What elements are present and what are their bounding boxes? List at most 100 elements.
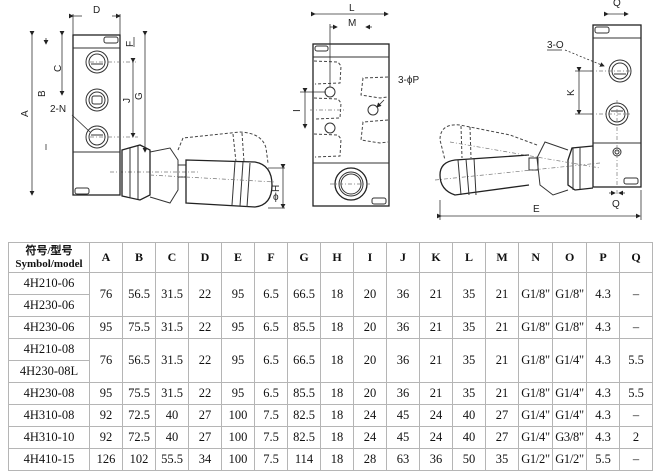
value-cell-J: 63 [386,448,420,471]
model-cell: 4H210-06 [8,272,90,295]
model-cell: 4H210-08 [8,338,90,361]
value-cell-F: 7.5 [254,448,288,471]
middle-valve-body [312,43,390,207]
header-col-Q: Q [619,242,653,273]
value-cell-A: 95 [89,316,123,339]
value-cell-E: 95 [221,338,255,383]
port-circles [85,50,109,149]
header-col-H: H [320,242,354,273]
model-cell: 4H310-10 [8,426,90,449]
value-cell-L: 40 [452,404,486,427]
value-cell-P: 4.3 [586,382,620,405]
value-cell-Q: 5.5 [619,382,653,405]
header-col-D: D [188,242,222,273]
value-cell-E: 100 [221,426,255,449]
value-cell-E: 95 [221,316,255,339]
value-cell-J: 36 [386,272,420,317]
header-col-B: B [122,242,156,273]
value-cell-G: 82.5 [287,404,321,427]
left-view: D F A B C 2-N J G [20,5,286,209]
value-cell-N: G1/8" [518,316,553,339]
value-cell-I: 20 [353,316,387,339]
bottom-port [330,167,372,201]
model-cell: 4H230-06 [8,316,90,339]
value-cell-B: 75.5 [122,316,156,339]
value-cell-O: G1/4" [552,404,587,427]
value-cell-F: 6.5 [254,382,288,405]
header-symbol-model: 符号/型号 Symbol/model [8,242,90,273]
model-cell: 4H230-06 [8,294,90,317]
mounting-slot-icon [623,177,639,185]
value-cell-N: G1/4" [518,404,553,427]
header-col-A: A [89,242,123,273]
value-cell-H: 18 [320,316,354,339]
value-cell-Q: 2 [619,426,653,449]
value-cell-D: 22 [188,338,222,383]
value-cell-D: 27 [188,404,222,427]
value-cell-P: 5.5 [586,448,620,471]
dim-label-G: G [134,92,145,100]
value-cell-O: G3/8" [552,426,587,449]
value-cell-L: 35 [452,272,486,317]
value-cell-B: 72.5 [122,426,156,449]
dim-label-H: H [271,185,282,192]
value-cell-Q: – [619,448,653,471]
value-cell-J: 36 [386,316,420,339]
dim-label-Q-top: Q [613,0,621,9]
value-cell-N: G1/2" [518,448,553,471]
value-cell-Q: 5.5 [619,338,653,383]
value-cell-C: 40 [155,426,189,449]
value-cell-C: 40 [155,404,189,427]
value-cell-P: 4.3 [586,426,620,449]
right-view: E Q Q 3-O K [434,0,642,220]
mounting-slot-icon [594,26,610,34]
value-cell-J: 45 [386,404,420,427]
model-cell: 4H310-08 [8,404,90,427]
value-cell-G: 85.5 [287,316,321,339]
value-cell-M: 35 [485,448,519,471]
value-cell-C: 55.5 [155,448,189,471]
port-label-2-N: 2-N [50,104,66,115]
lever-handle [121,131,276,208]
value-cell-B: 56.5 [122,272,156,317]
value-cell-K: 24 [419,426,453,449]
dim-label-F: F [125,41,136,47]
value-cell-I: 24 [353,426,387,449]
value-cell-H: 18 [320,448,354,471]
value-cell-F: 7.5 [254,426,288,449]
value-cell-K: 21 [419,382,453,405]
value-cell-B: 56.5 [122,338,156,383]
header-col-J: J [386,242,420,273]
model-cell: 4H230-08L [8,360,90,383]
value-cell-I: 28 [353,448,387,471]
value-cell-C: 31.5 [155,316,189,339]
value-cell-K: 24 [419,404,453,427]
value-cell-A: 126 [89,448,123,471]
value-cell-O: G1/2" [552,448,587,471]
value-cell-G: 82.5 [287,426,321,449]
mounting-slot-icon [74,187,90,195]
header-col-I: I [353,242,387,273]
value-cell-B: 72.5 [122,404,156,427]
value-cell-Q: – [619,272,653,317]
value-cell-I: 20 [353,272,387,317]
value-cell-D: 22 [188,316,222,339]
port-label-3-O: 3-O [547,40,564,51]
left-valve-body [72,34,121,196]
value-cell-N: G1/8" [518,338,553,383]
dim-label-M: M [348,18,356,29]
header-model-en: Symbol/model [15,257,83,270]
value-cell-A: 95 [89,382,123,405]
value-cell-K: 21 [419,272,453,317]
value-cell-H: 18 [320,338,354,383]
value-cell-O: G1/8" [552,316,587,339]
value-cell-M: 21 [485,316,519,339]
dim-label-J: J [122,98,133,103]
value-cell-K: 21 [419,338,453,383]
value-cell-P: 4.3 [586,316,620,339]
